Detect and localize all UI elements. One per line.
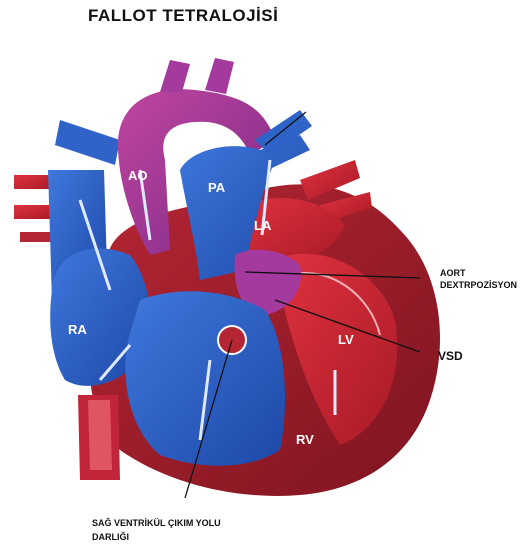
callout-stenosis-1: SAĞ VENTRİKÜL ÇIKIM YOLU (92, 517, 221, 528)
callout-aort-2: DEXTRPOZİSYON (440, 280, 517, 290)
callout-stenosis-2: DARLIĞI (92, 531, 129, 542)
right-pulmonary-vessels (14, 175, 54, 242)
label-rv: RV (296, 432, 314, 447)
label-la: LA (254, 218, 272, 233)
callout-vsd: VSD (438, 349, 463, 363)
label-ao: AO (128, 168, 148, 183)
callout-aort-1: AORT (440, 268, 466, 278)
aortic-branches (160, 58, 234, 94)
right-ventricle (125, 291, 285, 465)
label-pa: PA (208, 180, 226, 195)
label-ra: RA (68, 322, 87, 337)
left-pa-branch (55, 120, 120, 165)
ivc-inner (88, 400, 112, 470)
label-lv: LV (338, 332, 354, 347)
